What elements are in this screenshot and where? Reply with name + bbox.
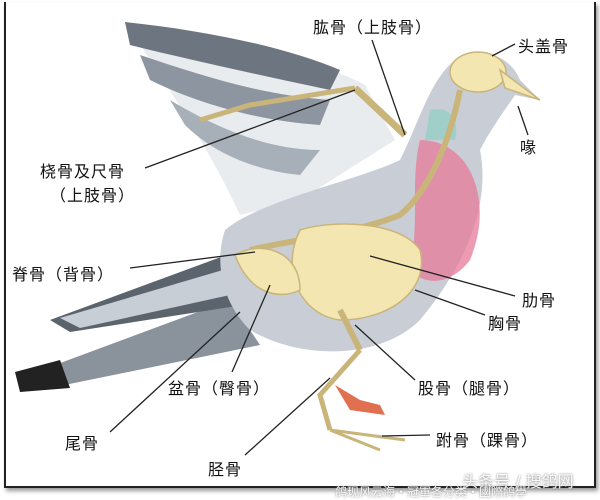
label-femur: 股骨（腿骨） (418, 379, 521, 398)
leader-radius (144, 89, 356, 169)
tail-feathers (20, 300, 260, 390)
tail-dark-tip (15, 360, 70, 392)
tarsus-bone (329, 428, 406, 452)
leader-tibia (244, 377, 331, 456)
breast (410, 140, 480, 281)
label-radius-ulna-note: （上肢骨） (50, 186, 136, 205)
leader-lines (109, 39, 529, 456)
femur-bone (337, 308, 363, 352)
leader-tail (109, 311, 241, 433)
watermark-sub: 鸽现风云海・冠軍各分类・國際鸽學 (335, 485, 528, 499)
label-tibia: 胫骨 (208, 460, 243, 479)
label-skull: 头盖骨 (518, 37, 570, 56)
leader-skull (491, 43, 516, 57)
leader-pelvis (231, 284, 271, 373)
pelvis-bone (234, 247, 301, 296)
label-sternum: 胸骨 (488, 314, 523, 333)
skull-bone (449, 51, 507, 93)
label-tail: 尾骨 (65, 434, 100, 453)
label-tarsus: 跗骨（踝骨） (436, 431, 539, 450)
humerus-bone (352, 85, 408, 138)
spine-bone (249, 89, 463, 253)
tibia-bone (317, 348, 362, 431)
watermark-main: 头条号 / 搜鸽网 (462, 472, 574, 491)
label-pelvis: 盆骨（臀骨） (168, 379, 271, 398)
label-spine: 脊骨（背骨） (12, 265, 115, 284)
label-humerus: 肱骨（上肢骨） (313, 18, 433, 37)
skeleton (199, 51, 541, 452)
label-beak: 喙 (520, 138, 538, 157)
leader-beak (517, 105, 529, 136)
label-ribs: 肋骨 (522, 291, 557, 310)
radius-bone (199, 85, 356, 123)
leader-spine (129, 251, 256, 269)
beak-bone (498, 68, 541, 101)
label-radius-ulna: 桡骨及尺骨 (40, 162, 126, 181)
leader-ribs (369, 255, 516, 297)
leader-tarsus (381, 434, 431, 437)
foot (335, 385, 385, 415)
leader-humerus (371, 39, 406, 136)
leader-femur (354, 324, 416, 381)
leader-sternum (414, 289, 486, 316)
